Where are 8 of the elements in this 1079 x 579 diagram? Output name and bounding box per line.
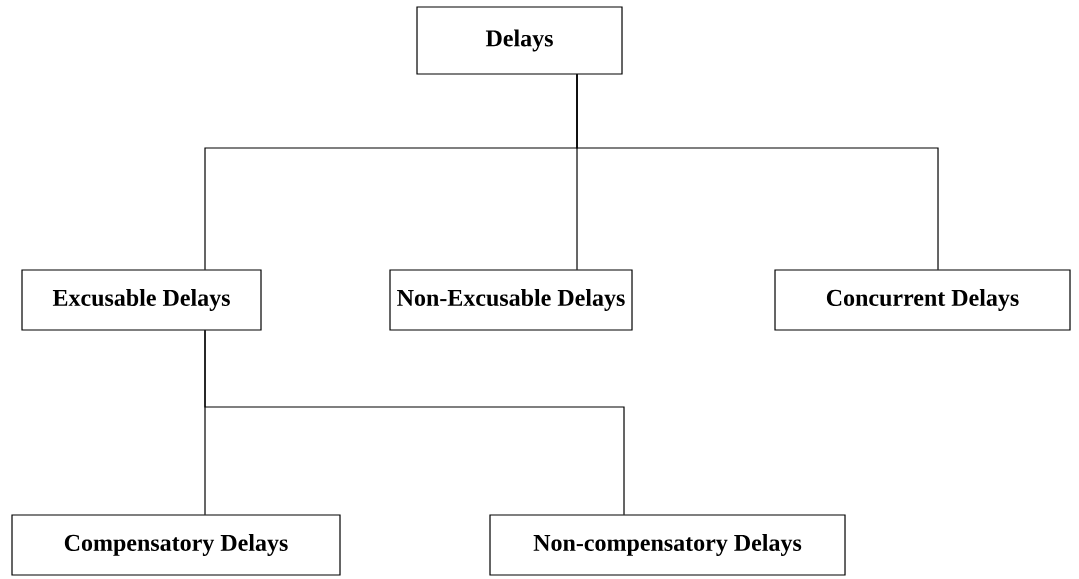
box: Concurrent Delays	[774, 269, 1071, 331]
box: Excusable Delays	[21, 269, 262, 331]
box: Compensatory Delays	[11, 514, 341, 576]
box: Non-compensatory Delays	[489, 514, 846, 576]
box: Non-Excusable Delays	[389, 269, 633, 331]
connector	[576, 73, 939, 271]
connector	[204, 329, 625, 516]
box: Delays	[416, 6, 623, 75]
